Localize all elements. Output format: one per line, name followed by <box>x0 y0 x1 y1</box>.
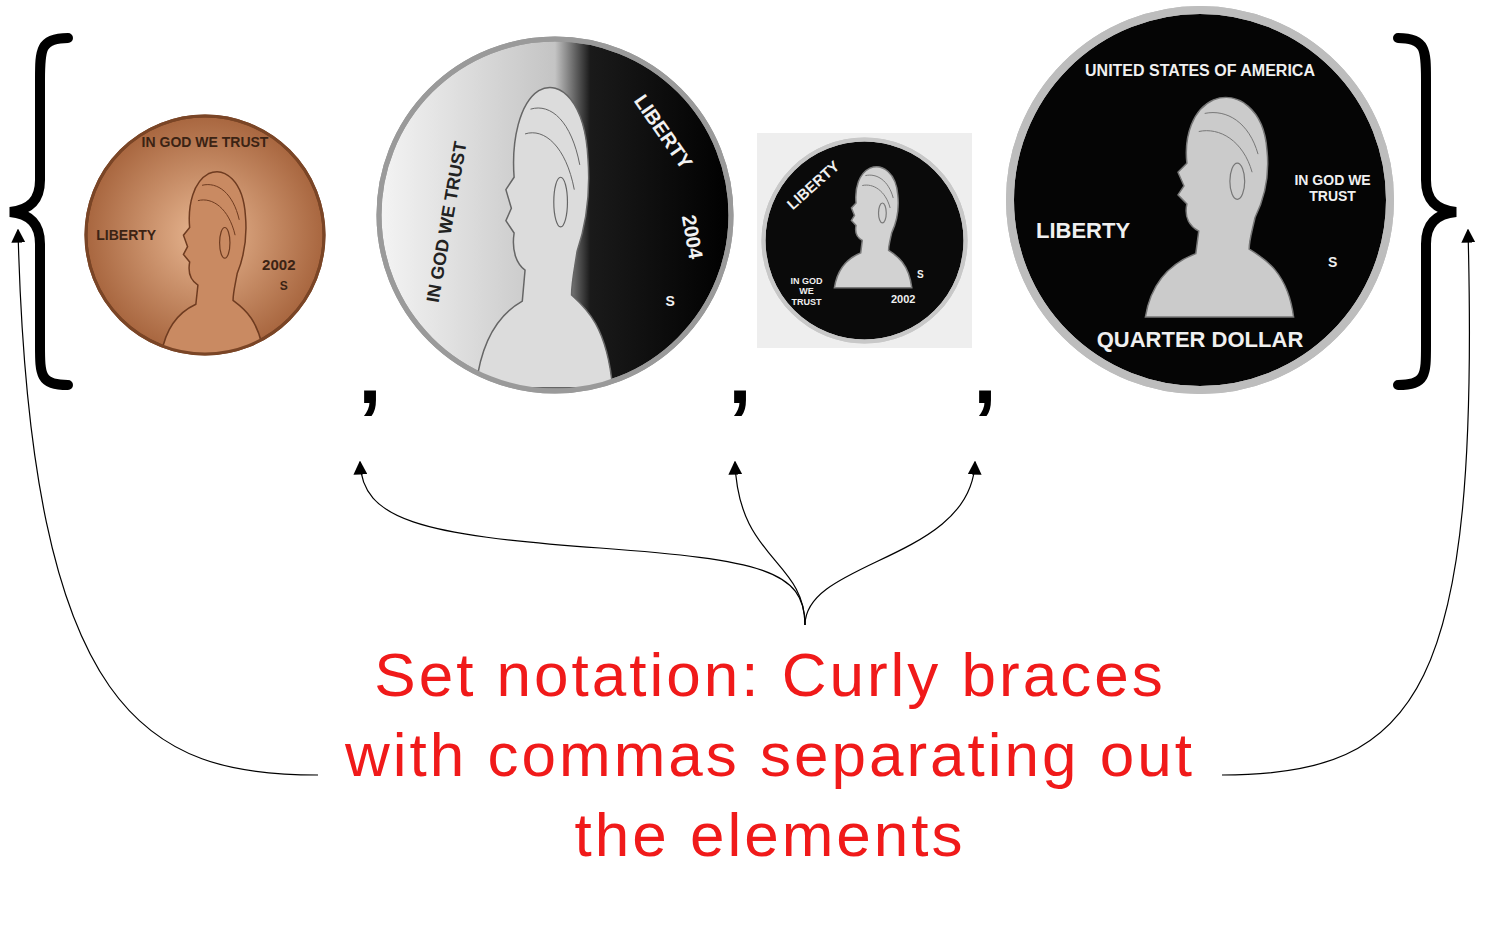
leader-arrow <box>805 462 975 625</box>
coin-inscription: QUARTER DOLLAR <box>1097 328 1304 353</box>
coin-inscription: IN GOD WE TRUST <box>1291 172 1375 204</box>
photo-ground <box>757 133 972 348</box>
set-comma: , <box>358 332 381 416</box>
coin-inscription: S <box>666 293 675 309</box>
quarter-coin: UNITED STATES OF AMERICA IN GOD WE TRUST L… <box>1005 5 1395 395</box>
dime-illustration <box>757 133 972 348</box>
coin-inscription: LIBERTY <box>1036 219 1130 244</box>
coin-inscription: S <box>917 269 924 281</box>
curly-brace <box>10 38 68 385</box>
coin-inscription: IN GOD WE TRUST <box>783 277 829 308</box>
leader-arrow <box>360 462 805 625</box>
coin-inscription: S <box>280 280 288 294</box>
coin-inscription: 2002 <box>891 292 915 305</box>
set-comma: , <box>728 332 751 416</box>
curly-brace <box>1398 38 1456 385</box>
coin-disc <box>1010 10 1390 390</box>
coin-portrait <box>161 172 264 358</box>
coin-portrait <box>1145 98 1293 317</box>
coin-inscription: LIBERTY <box>96 227 156 243</box>
coin-inscription: IN GOD WE TRUST <box>142 133 269 149</box>
annotation-note: Set notation: Curly braces with commas s… <box>325 635 1215 875</box>
penny-coin: IN GOD WE TRUST LIBERTY 2002S <box>82 112 328 358</box>
dime-coin: LIBERTYIN GOD WE TRUSTS2002 <box>757 133 972 348</box>
set-comma: , <box>973 332 996 416</box>
nickel-illustration <box>375 35 735 395</box>
leader-arrow <box>735 462 805 625</box>
coin-inscription: 2002 <box>262 256 295 273</box>
coin-portrait <box>476 87 613 387</box>
coin-disc <box>379 39 731 391</box>
nickel-coin: IN GOD WE TRUSTLIBERTY2004S <box>375 35 735 395</box>
coin-inscription: UNITED STATES OF AMERICA <box>1085 62 1315 80</box>
coin-inscription: S <box>1328 254 1337 270</box>
coin-portrait <box>834 167 911 288</box>
coin-disc <box>764 140 966 342</box>
